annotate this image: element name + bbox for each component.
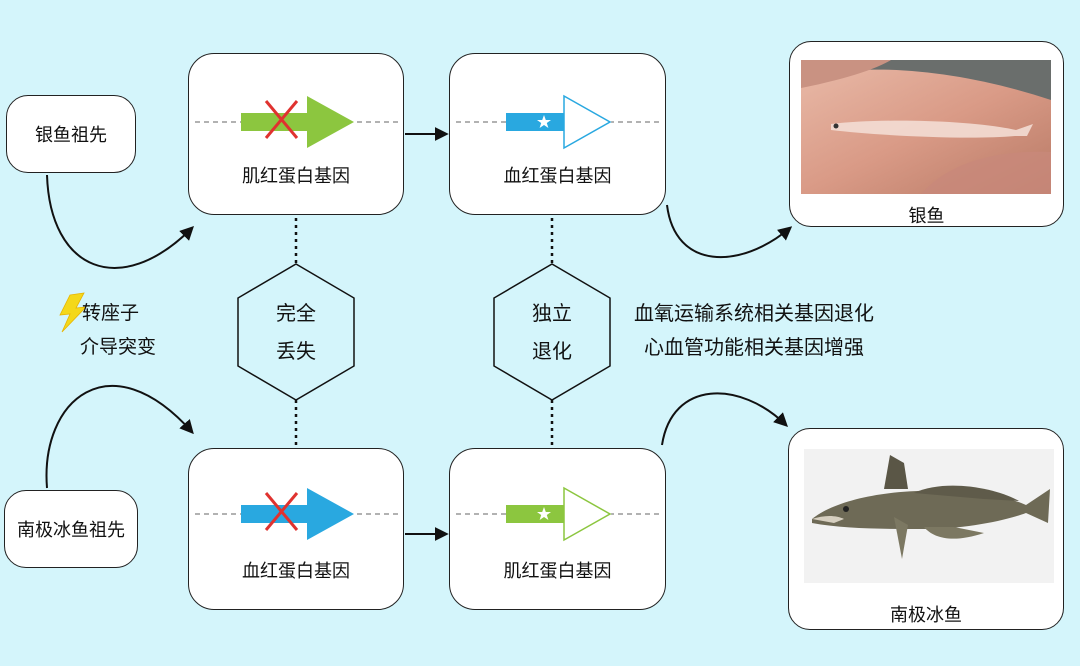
gene-arrow-green-crossed-icon	[195, 96, 399, 148]
gene-box-bottom-left: 血红蛋白基因	[188, 448, 404, 610]
gene-label-top-left: 肌红蛋白基因	[242, 166, 350, 187]
arrow-ancestor-bottom-to-hemoglobin	[45, 385, 194, 489]
silverfish-label: 银鱼	[908, 206, 945, 227]
ancestor-silverfish: 银鱼祖先	[6, 95, 136, 173]
icefish-photo-card: 南极冰鱼	[788, 428, 1064, 630]
hexagon-left-text: 完全 丢失	[246, 294, 346, 370]
gene-label-bottom-left: 血红蛋白基因	[242, 561, 350, 582]
hexagon-left-line1: 完全	[276, 301, 316, 325]
effects-line2: 心血管功能相关基因增强	[644, 335, 864, 359]
gene-box-bottom-right: 肌红蛋白基因	[449, 448, 666, 610]
hexagon-left-line2: 丢失	[276, 339, 316, 363]
gene-box-top-left: 肌红蛋白基因	[188, 53, 404, 215]
gene-arrow-blue-degenerated-icon	[456, 94, 660, 150]
gene-label-top-right: 血红蛋白基因	[503, 166, 612, 187]
silverfish-photo-card: 银鱼	[789, 41, 1064, 227]
arrow-to-silverfish	[666, 204, 793, 259]
effects-text: 血氧运输系统相关基因退化 心血管功能相关基因增强	[634, 296, 874, 364]
arrow-to-icefish	[661, 392, 789, 446]
gene-label-bottom-right: 肌红蛋白基因	[503, 561, 612, 582]
icefish-photo	[804, 449, 1054, 583]
hexagon-independent-degeneration	[493, 263, 611, 401]
transposon-text: 转座子 介导突变	[80, 296, 157, 364]
gene-box-top-right: 血红蛋白基因	[449, 53, 666, 215]
hexagon-right-text: 独立 退化	[502, 294, 602, 370]
gene-arrow-green-degenerated-icon	[456, 486, 660, 542]
ancestor-icefish-label: 南极冰鱼祖先	[17, 520, 125, 541]
gene-arrow-blue-crossed-icon	[195, 488, 399, 540]
effects-line1: 血氧运输系统相关基因退化	[634, 301, 874, 325]
ancestor-silverfish-label: 银鱼祖先	[35, 125, 107, 146]
hexagon-complete-loss	[237, 263, 355, 401]
lightning-bolt-icon	[59, 292, 88, 333]
arrow-ancestor-top-to-myoglobin	[46, 174, 194, 269]
icefish-label: 南极冰鱼	[890, 605, 962, 626]
hexagon-right-line1: 独立	[532, 301, 572, 325]
transposon-line1: 转座子	[82, 302, 140, 324]
silverfish-photo	[801, 60, 1051, 194]
transposon-line2: 介导突变	[80, 336, 157, 358]
ancestor-icefish: 南极冰鱼祖先	[4, 490, 138, 568]
hexagon-right-line2: 退化	[532, 339, 572, 363]
